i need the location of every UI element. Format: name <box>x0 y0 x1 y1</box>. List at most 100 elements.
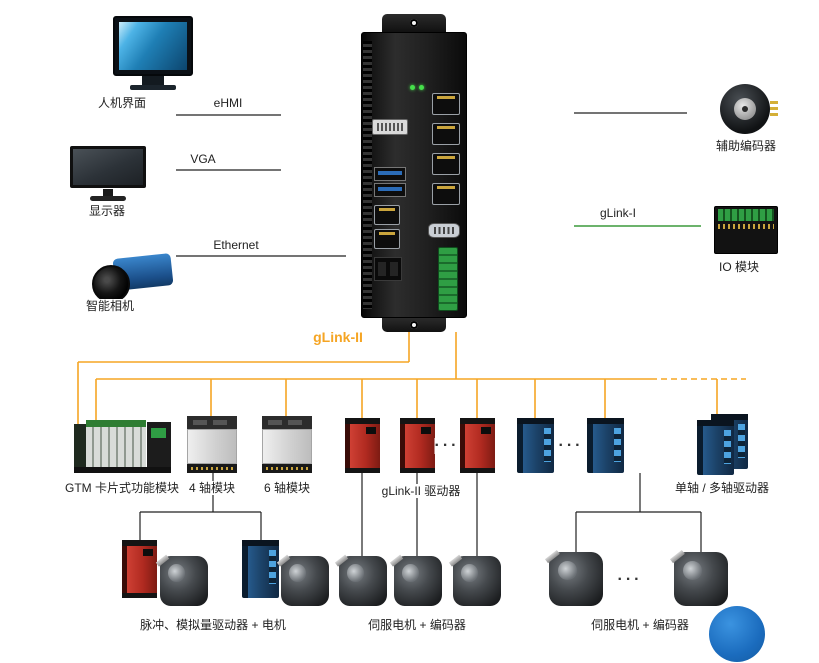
mounting-bracket-top <box>382 14 446 32</box>
dvi-port-icon <box>372 119 408 135</box>
module-top-connectors <box>262 416 312 429</box>
monitor-screen <box>73 149 143 185</box>
servo-motor <box>453 556 501 606</box>
usb-port-icon <box>374 183 406 197</box>
glink2-drive <box>345 418 380 473</box>
encoder-pins-icon <box>770 101 778 118</box>
mounting-bracket-bottom <box>382 318 446 332</box>
smart-camera <box>88 253 174 303</box>
ellipsis-red-drives: ··· <box>434 437 460 454</box>
motion-controller <box>361 14 467 332</box>
gtm-module-label: GTM 卡片式功能模块 <box>62 481 182 495</box>
gtm-card-module <box>74 420 171 473</box>
pulse-analog-drive <box>242 540 279 598</box>
glink2-bus-lines <box>77 332 746 424</box>
ethernet-port-icon <box>432 93 460 115</box>
ethernet-port-icon <box>374 205 400 225</box>
ethernet-port-icon <box>432 153 460 175</box>
ethernet-link-label: Ethernet <box>210 238 262 252</box>
drive-connector-icon <box>269 550 276 584</box>
io-module <box>714 206 778 254</box>
servo-encoder-label-right: 伺服电机 + 编码器 <box>588 618 692 632</box>
hmi-stand <box>142 76 164 85</box>
servo-motor <box>674 552 728 606</box>
ethernet-port-icon <box>374 229 400 249</box>
monitor-base <box>90 196 126 201</box>
hmi-label: 人机界面 <box>94 96 150 110</box>
gtm-pcb-edge <box>86 420 146 427</box>
module-top-connectors <box>187 416 237 429</box>
monitor-frame <box>70 146 146 188</box>
module-bottom-connector <box>262 464 312 473</box>
axis-module-4 <box>187 416 237 473</box>
servo-motor <box>549 552 603 606</box>
ehmi-link-label: eHMI <box>210 96 246 110</box>
multi-axis-drive <box>517 418 554 473</box>
io-terminal-strip-icon <box>718 209 774 221</box>
highlight-circle <box>709 606 765 662</box>
servo-motor <box>281 556 329 606</box>
servo-motor <box>394 556 442 606</box>
auxiliary-encoder <box>720 84 778 136</box>
ellipsis-motors: ··· <box>617 571 643 588</box>
gtm-base <box>74 467 171 473</box>
drive-display-icon <box>143 549 153 556</box>
glink2-drives-label: gLink-II 驱动器 <box>378 484 464 498</box>
fiber-port-icon <box>374 257 402 281</box>
display-label: 显示器 <box>85 204 129 218</box>
touchscreen-hmi <box>113 16 193 92</box>
gtm-card-slots <box>86 420 146 467</box>
servo-encoder-label-mid: 伺服电机 + 编码器 <box>365 618 469 632</box>
status-led-icon <box>410 85 415 90</box>
drive-display-icon <box>481 427 491 434</box>
glink2-drive <box>400 418 435 473</box>
heatsink-fins <box>363 41 372 309</box>
usb-port-icon <box>374 167 406 181</box>
servo-motor <box>160 556 208 606</box>
mounting-hole-icon <box>410 19 418 27</box>
drive-display-icon <box>366 427 376 434</box>
glink2-drive <box>460 418 495 473</box>
camera-label: 智能相机 <box>82 299 138 313</box>
hmi-frame <box>113 16 193 76</box>
glink1-label: gLink-I <box>596 206 640 220</box>
module-body <box>262 429 312 464</box>
multi-axis-drive <box>587 418 624 473</box>
serial-port-icon <box>428 223 460 238</box>
status-led-icon <box>419 85 424 90</box>
io-module-label: IO 模块 <box>715 260 763 274</box>
monitor-neck <box>103 189 113 197</box>
encoder-hub <box>742 106 748 112</box>
ethernet-port-icon <box>432 123 460 145</box>
drive-display-icon <box>421 427 431 434</box>
camera-lens-icon <box>92 265 130 303</box>
mounting-hole-icon <box>410 321 418 329</box>
axis6-module-label: 6 轴模块 <box>260 481 314 495</box>
servo-motor <box>339 556 387 606</box>
drive-connector-icon <box>614 428 621 462</box>
ethernet-port-icon <box>432 183 460 205</box>
vga-link-label: VGA <box>187 152 219 166</box>
pulse-analog-drive <box>122 540 157 598</box>
module-bottom-connector <box>187 464 237 473</box>
controller-body <box>361 32 467 318</box>
glink2-bus-label: gLink-II <box>310 330 366 344</box>
multi-axis-drive <box>697 420 734 475</box>
hmi-base <box>130 85 176 90</box>
io-terminal-block-icon <box>438 247 458 311</box>
axis-module-6 <box>262 416 312 473</box>
gtm-right-unit <box>147 422 171 467</box>
encoder-label: 辅助编码器 <box>712 139 780 153</box>
gtm-left-panel <box>74 424 86 467</box>
ellipsis-blue-drives: ··· <box>558 437 584 454</box>
io-pin-row-icon <box>718 224 774 229</box>
monitor-display <box>70 146 146 202</box>
drive-connector-icon <box>544 428 551 462</box>
axis4-module-label: 4 轴模块 <box>185 481 239 495</box>
module-body <box>187 429 237 464</box>
drive-connector-icon <box>738 424 745 458</box>
pulse-analog-label: 脉冲、模拟量驱动器 + 电机 <box>137 618 289 632</box>
hmi-screen <box>119 22 187 70</box>
single-multi-drives-label: 单轴 / 多轴驱动器 <box>671 481 773 495</box>
